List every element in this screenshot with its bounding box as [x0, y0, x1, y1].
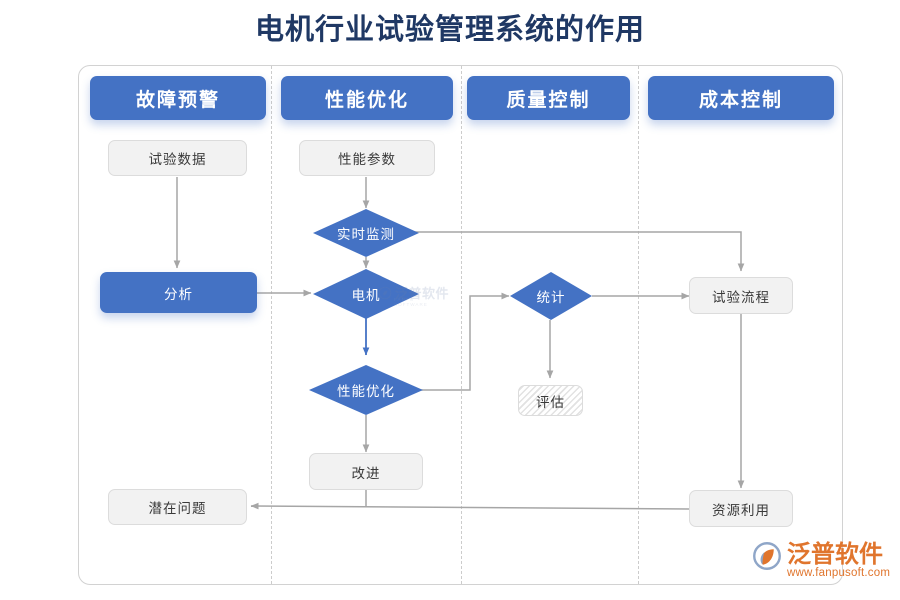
node-performance-optimization[interactable]: 性能优化: [309, 365, 423, 415]
page-title: 电机行业试验管理系统的作用: [254, 12, 645, 46]
node-statistics[interactable]: 统计: [510, 272, 592, 320]
node-label: 潜在问题: [148, 501, 207, 516]
column-header-cost[interactable]: 成本控制: [648, 76, 834, 120]
brand-logo: 泛普软件 www.fanpusoft.com: [752, 541, 890, 580]
node-label: 评估: [536, 394, 565, 410]
column-header-quality[interactable]: 质量控制: [467, 76, 630, 120]
column-header-label: 故障预警: [135, 88, 220, 111]
node-performance-parameter[interactable]: 性能参数: [299, 140, 435, 176]
node-label: 电机: [351, 288, 381, 303]
node-label: 改进: [351, 465, 381, 481]
node-label: 分析: [164, 286, 193, 302]
column-header-fault[interactable]: 故障预警: [90, 76, 266, 120]
edge-perfopt-statistics: [410, 292, 510, 391]
fanpu-logo-icon: [753, 542, 781, 570]
node-label: 资源利用: [712, 502, 770, 518]
node-evaluation[interactable]: 评估: [518, 385, 583, 416]
node-label: 统计: [536, 290, 566, 305]
node-label: 试验数据: [148, 152, 207, 167]
node-analysis[interactable]: 分析: [100, 272, 257, 313]
node-resource-utilization[interactable]: 资源利用: [689, 490, 793, 527]
logo-url: www.fanpusoft.com: [787, 567, 891, 579]
column-header-performance[interactable]: 性能优化: [281, 76, 453, 120]
node-motor[interactable]: 电机: [313, 269, 419, 319]
column-header-label: 成本控制: [698, 88, 783, 111]
column-divider-2: [461, 66, 462, 584]
column-header-label: 质量控制: [506, 88, 591, 111]
node-label: 性能优化: [337, 384, 395, 399]
column-divider-3: [638, 66, 639, 584]
node-potential-issue[interactable]: 潜在问题: [108, 489, 247, 525]
edge-resourceuse-potentialissue: [250, 502, 690, 510]
column-header-label: 性能优化: [324, 88, 409, 111]
node-label: 试验流程: [712, 289, 770, 305]
column-divider-1: [271, 66, 272, 584]
node-test-data[interactable]: 试验数据: [108, 140, 247, 176]
node-test-process[interactable]: 试验流程: [689, 277, 793, 314]
node-label: 实时监测: [337, 227, 395, 242]
logo-name: 泛普软件: [787, 540, 883, 568]
node-realtime-monitoring[interactable]: 实时监测: [313, 209, 419, 257]
node-label: 性能参数: [338, 152, 396, 167]
node-improve[interactable]: 改进: [309, 453, 423, 490]
edge-realtime-testprocess: [410, 231, 745, 272]
